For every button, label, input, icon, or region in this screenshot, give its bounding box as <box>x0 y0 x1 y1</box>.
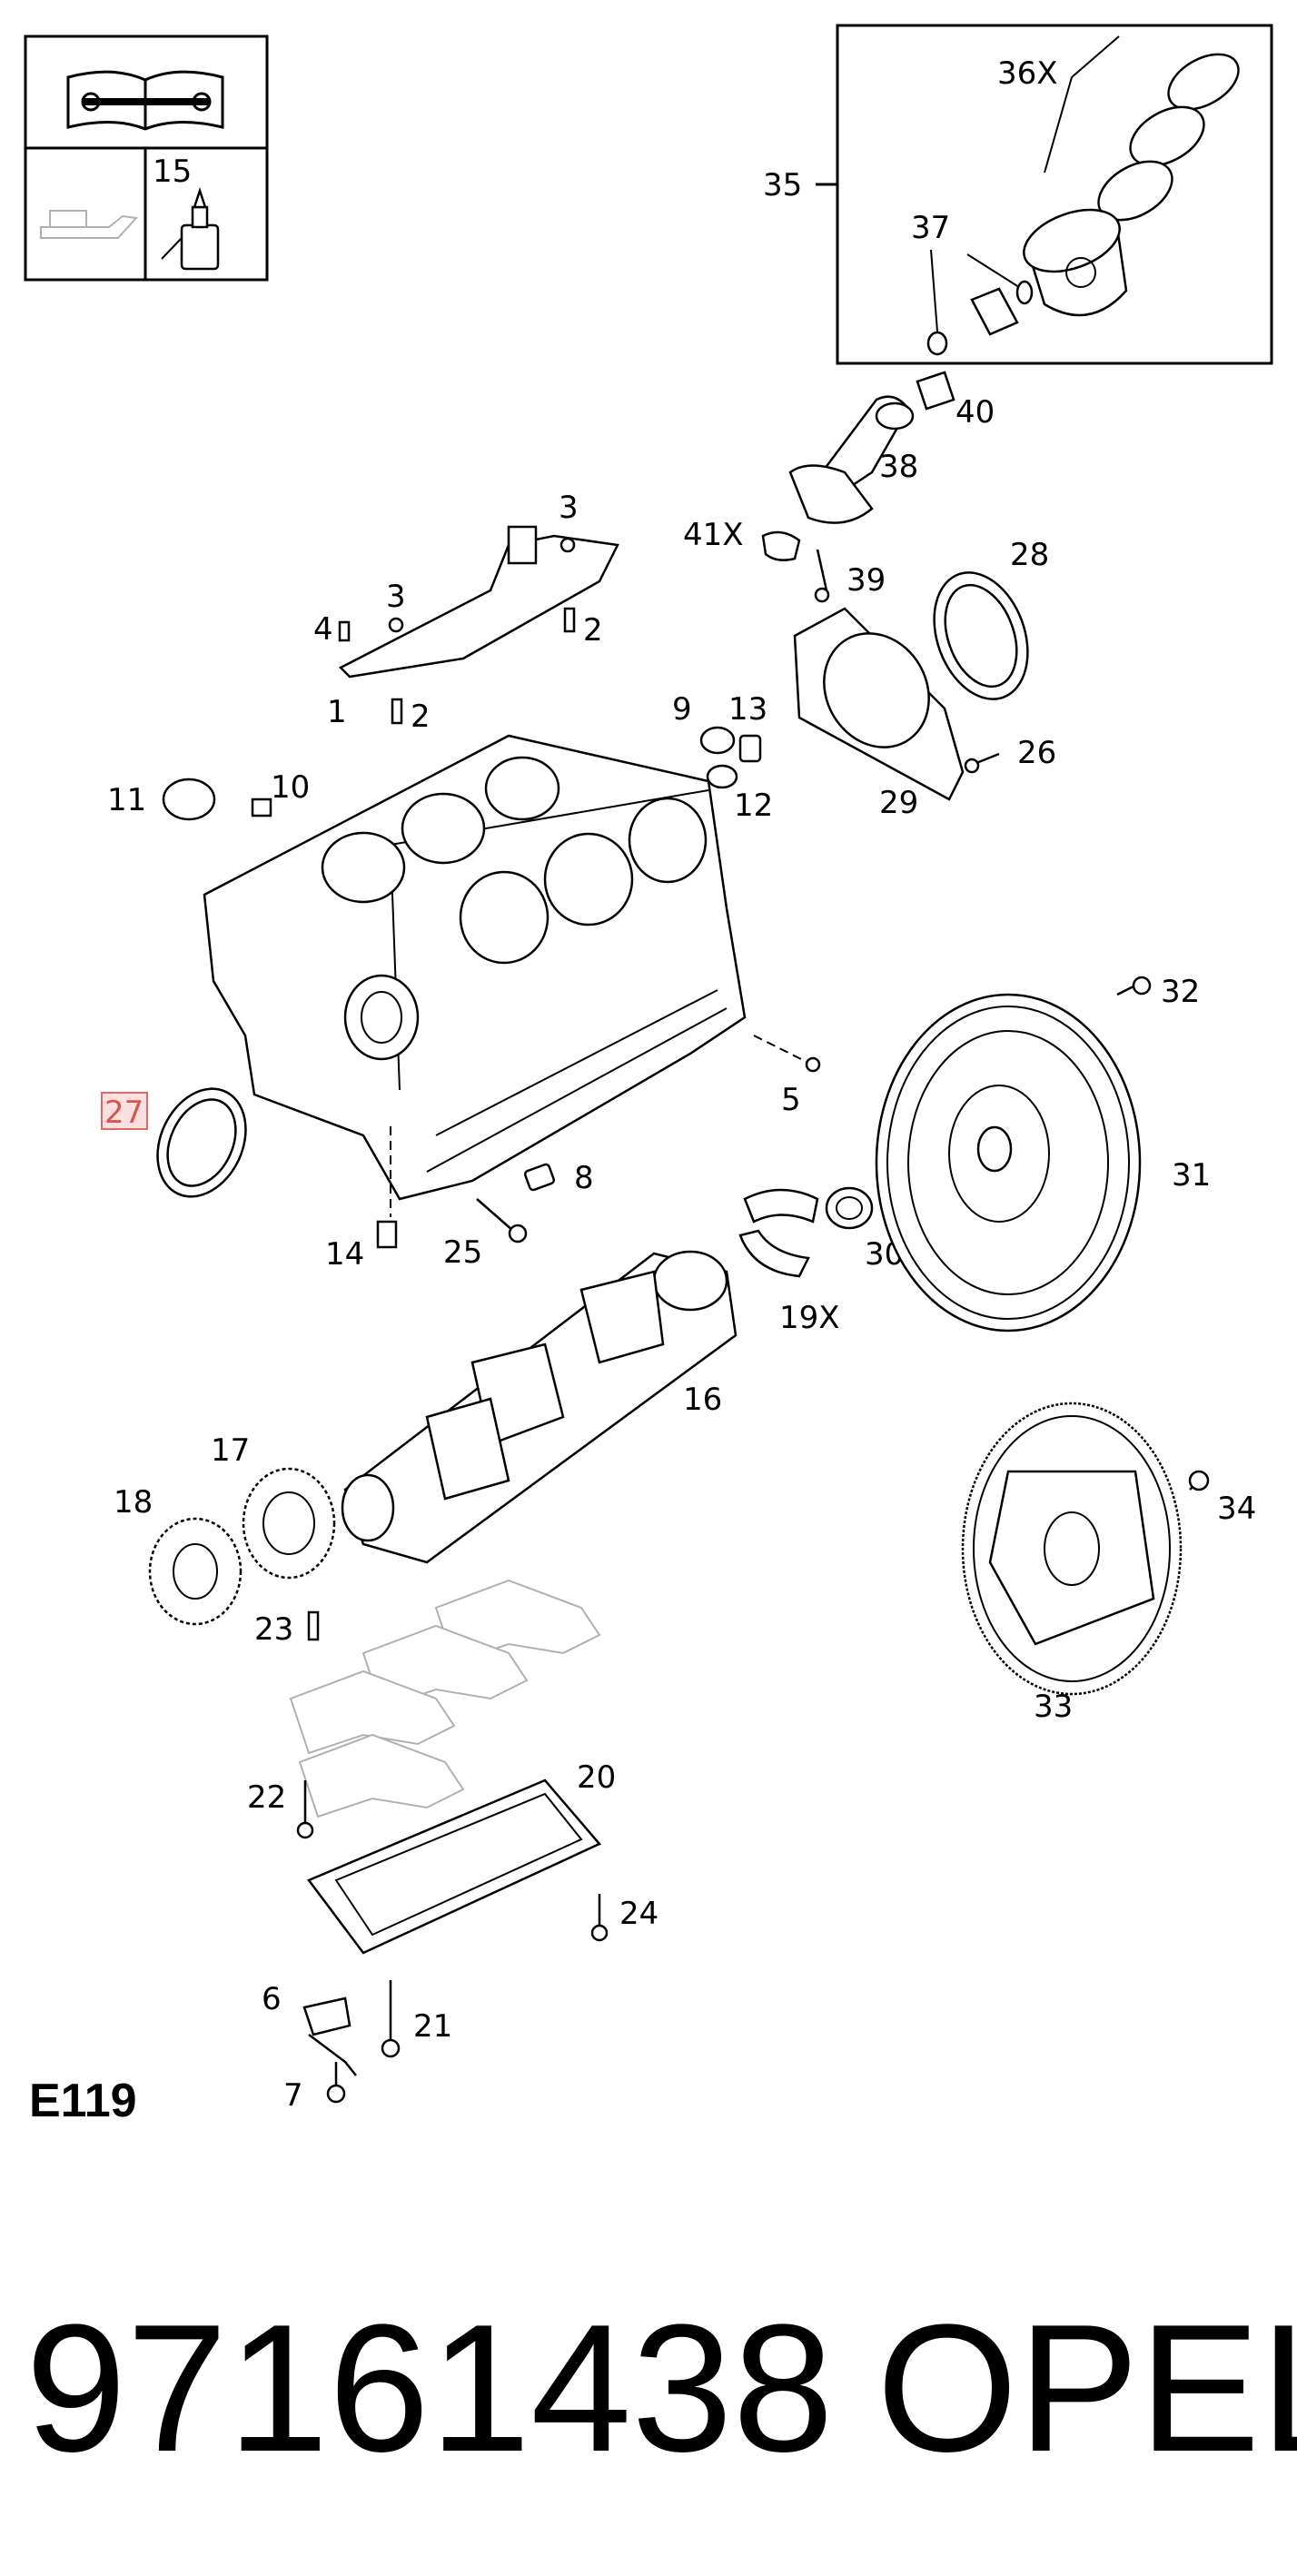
sealant-tube-icon <box>161 187 220 271</box>
crankshaft: 16 <box>341 1250 738 1564</box>
front-seal: 27 <box>101 1087 247 1198</box>
rear-seal-carrier: 28 29 26 <box>793 537 1056 821</box>
label-3a: 3 <box>559 490 579 526</box>
label-13: 13 <box>728 691 767 728</box>
label-7: 7 <box>283 2077 303 2114</box>
label-37: 37 <box>911 210 950 246</box>
label-16: 16 <box>683 1382 722 1418</box>
label-5: 5 <box>781 1082 801 1118</box>
label-40: 40 <box>955 394 995 431</box>
label-15: 15 <box>153 154 192 190</box>
label-9: 9 <box>672 691 692 728</box>
timing-gears: 17 18 23 <box>114 1432 336 1648</box>
label-4: 4 <box>313 611 333 648</box>
label-17: 17 <box>211 1432 250 1469</box>
label-27: 27 <box>104 1095 144 1131</box>
valley-cover: 3 3 4 2 1 2 <box>313 490 619 735</box>
label-32: 32 <box>1161 974 1200 1010</box>
label-1: 1 <box>327 694 347 730</box>
section-code: E119 <box>29 2075 137 2127</box>
label-18: 18 <box>114 1484 153 1521</box>
oil-can-icon <box>40 210 139 239</box>
label-33: 33 <box>1034 1689 1073 1725</box>
label-19x: 19X <box>779 1300 840 1336</box>
brand-name: OPEL <box>876 2287 1297 2490</box>
flexplate: 33 34 <box>961 1402 1256 1725</box>
part-number: 97161438 <box>25 2287 834 2490</box>
connecting-rod-group: 40 38 41X 39 <box>683 371 995 603</box>
label-36x: 36X <box>997 55 1058 92</box>
flywheel-manual: 31 32 <box>875 974 1211 1333</box>
label-21: 21 <box>413 2008 452 2045</box>
label-35: 35 <box>763 167 802 203</box>
label-11: 11 <box>107 782 146 818</box>
label-41x: 41X <box>683 517 744 553</box>
bearing-caps-ghost <box>289 1579 601 1818</box>
label-38: 38 <box>879 449 918 485</box>
label-24: 24 <box>619 1896 658 1932</box>
label-6: 6 <box>262 1981 282 2017</box>
label-8: 8 <box>574 1160 594 1196</box>
label-34: 34 <box>1217 1491 1256 1527</box>
main-bearings: 19X 30 <box>738 1186 904 1336</box>
legend-box: 15 <box>24 35 269 282</box>
label-25: 25 <box>443 1234 482 1271</box>
label-20: 20 <box>577 1759 616 1796</box>
label-31: 31 <box>1172 1157 1211 1194</box>
label-3b: 3 <box>386 579 406 615</box>
oil-jet-parts: 6 21 7 <box>262 1980 452 2114</box>
book-wrench-icon <box>66 70 224 131</box>
label-39: 39 <box>847 562 886 599</box>
piston <box>1023 208 1128 317</box>
piston-box: 35 36X 37 <box>763 24 1273 365</box>
label-2b: 2 <box>411 698 431 735</box>
label-26: 26 <box>1017 735 1056 771</box>
label-14: 14 <box>325 1236 364 1273</box>
oil-pan-frame: 20 22 24 <box>247 1759 658 1955</box>
label-22: 22 <box>247 1779 286 1816</box>
label-12: 12 <box>734 788 773 824</box>
label-2a: 2 <box>583 612 603 649</box>
highlight-box <box>101 1092 148 1130</box>
label-10: 10 <box>271 769 310 806</box>
label-28: 28 <box>1010 537 1049 573</box>
oil-pump-gears: 9 13 12 <box>672 691 773 824</box>
label-29: 29 <box>879 785 918 821</box>
engine-block: 11 10 5 8 14 25 <box>107 734 821 1273</box>
label-23: 23 <box>254 1611 293 1648</box>
